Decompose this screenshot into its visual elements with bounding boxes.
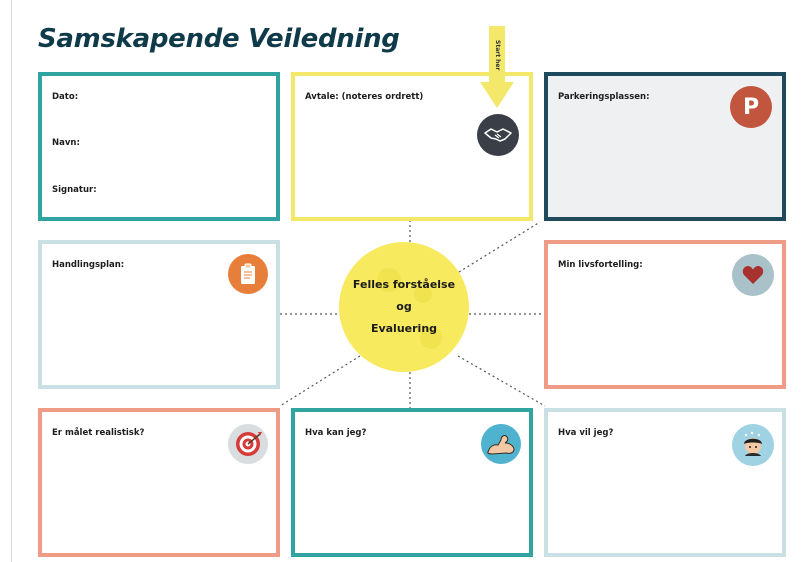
- start-arrow-icon: [480, 26, 514, 108]
- vil-box: Hva vil jeg?: [544, 408, 786, 557]
- personal-info-box: Dato: Navn: Signatur:: [38, 72, 280, 221]
- thinking-person-icon: [732, 424, 774, 466]
- page-title: Samskapende Veiledning: [38, 24, 400, 54]
- heart-icon: [732, 254, 774, 296]
- parking-icon: P: [730, 86, 772, 128]
- signatur-label: Signatur:: [52, 185, 97, 195]
- dato-label: Dato:: [52, 92, 79, 102]
- center-line-3: Evaluering: [370, 322, 438, 335]
- kan-box: Hva kan jeg?: [291, 408, 533, 557]
- kan-label: Hva kan jeg?: [305, 428, 367, 438]
- avtale-label: Avtale: (noteres ordrett): [305, 92, 424, 102]
- center-evaluation-circle: Felles forståelse og Evaluering: [339, 242, 469, 372]
- navn-label: Navn:: [52, 138, 80, 148]
- center-line-2: og: [396, 300, 412, 313]
- start-label: Start her: [494, 40, 501, 71]
- livsfortelling-label: Min livsfortelling:: [558, 260, 643, 270]
- left-margin-rule: [11, 0, 12, 562]
- gear-icon: [377, 268, 442, 349]
- handshake-icon: [477, 114, 519, 156]
- parkering-label: Parkeringsplassen:: [558, 92, 650, 102]
- center-line-1: Felles forståelse: [352, 278, 456, 291]
- clipboard-icon: [228, 254, 268, 294]
- vil-label: Hva vil jeg?: [558, 428, 614, 438]
- handlingsplan-label: Handlingsplan:: [52, 260, 125, 270]
- handlingsplan-box: Handlingsplan:: [38, 240, 280, 389]
- realistisk-box: Er målet realistisk?: [38, 408, 280, 557]
- target-icon: [228, 424, 268, 464]
- livsfortelling-box: Min livsfortelling:: [544, 240, 786, 389]
- parkering-box: Parkeringsplassen: P: [544, 72, 786, 221]
- realistisk-label: Er målet realistisk?: [52, 428, 145, 438]
- muscle-arm-icon: [481, 424, 521, 464]
